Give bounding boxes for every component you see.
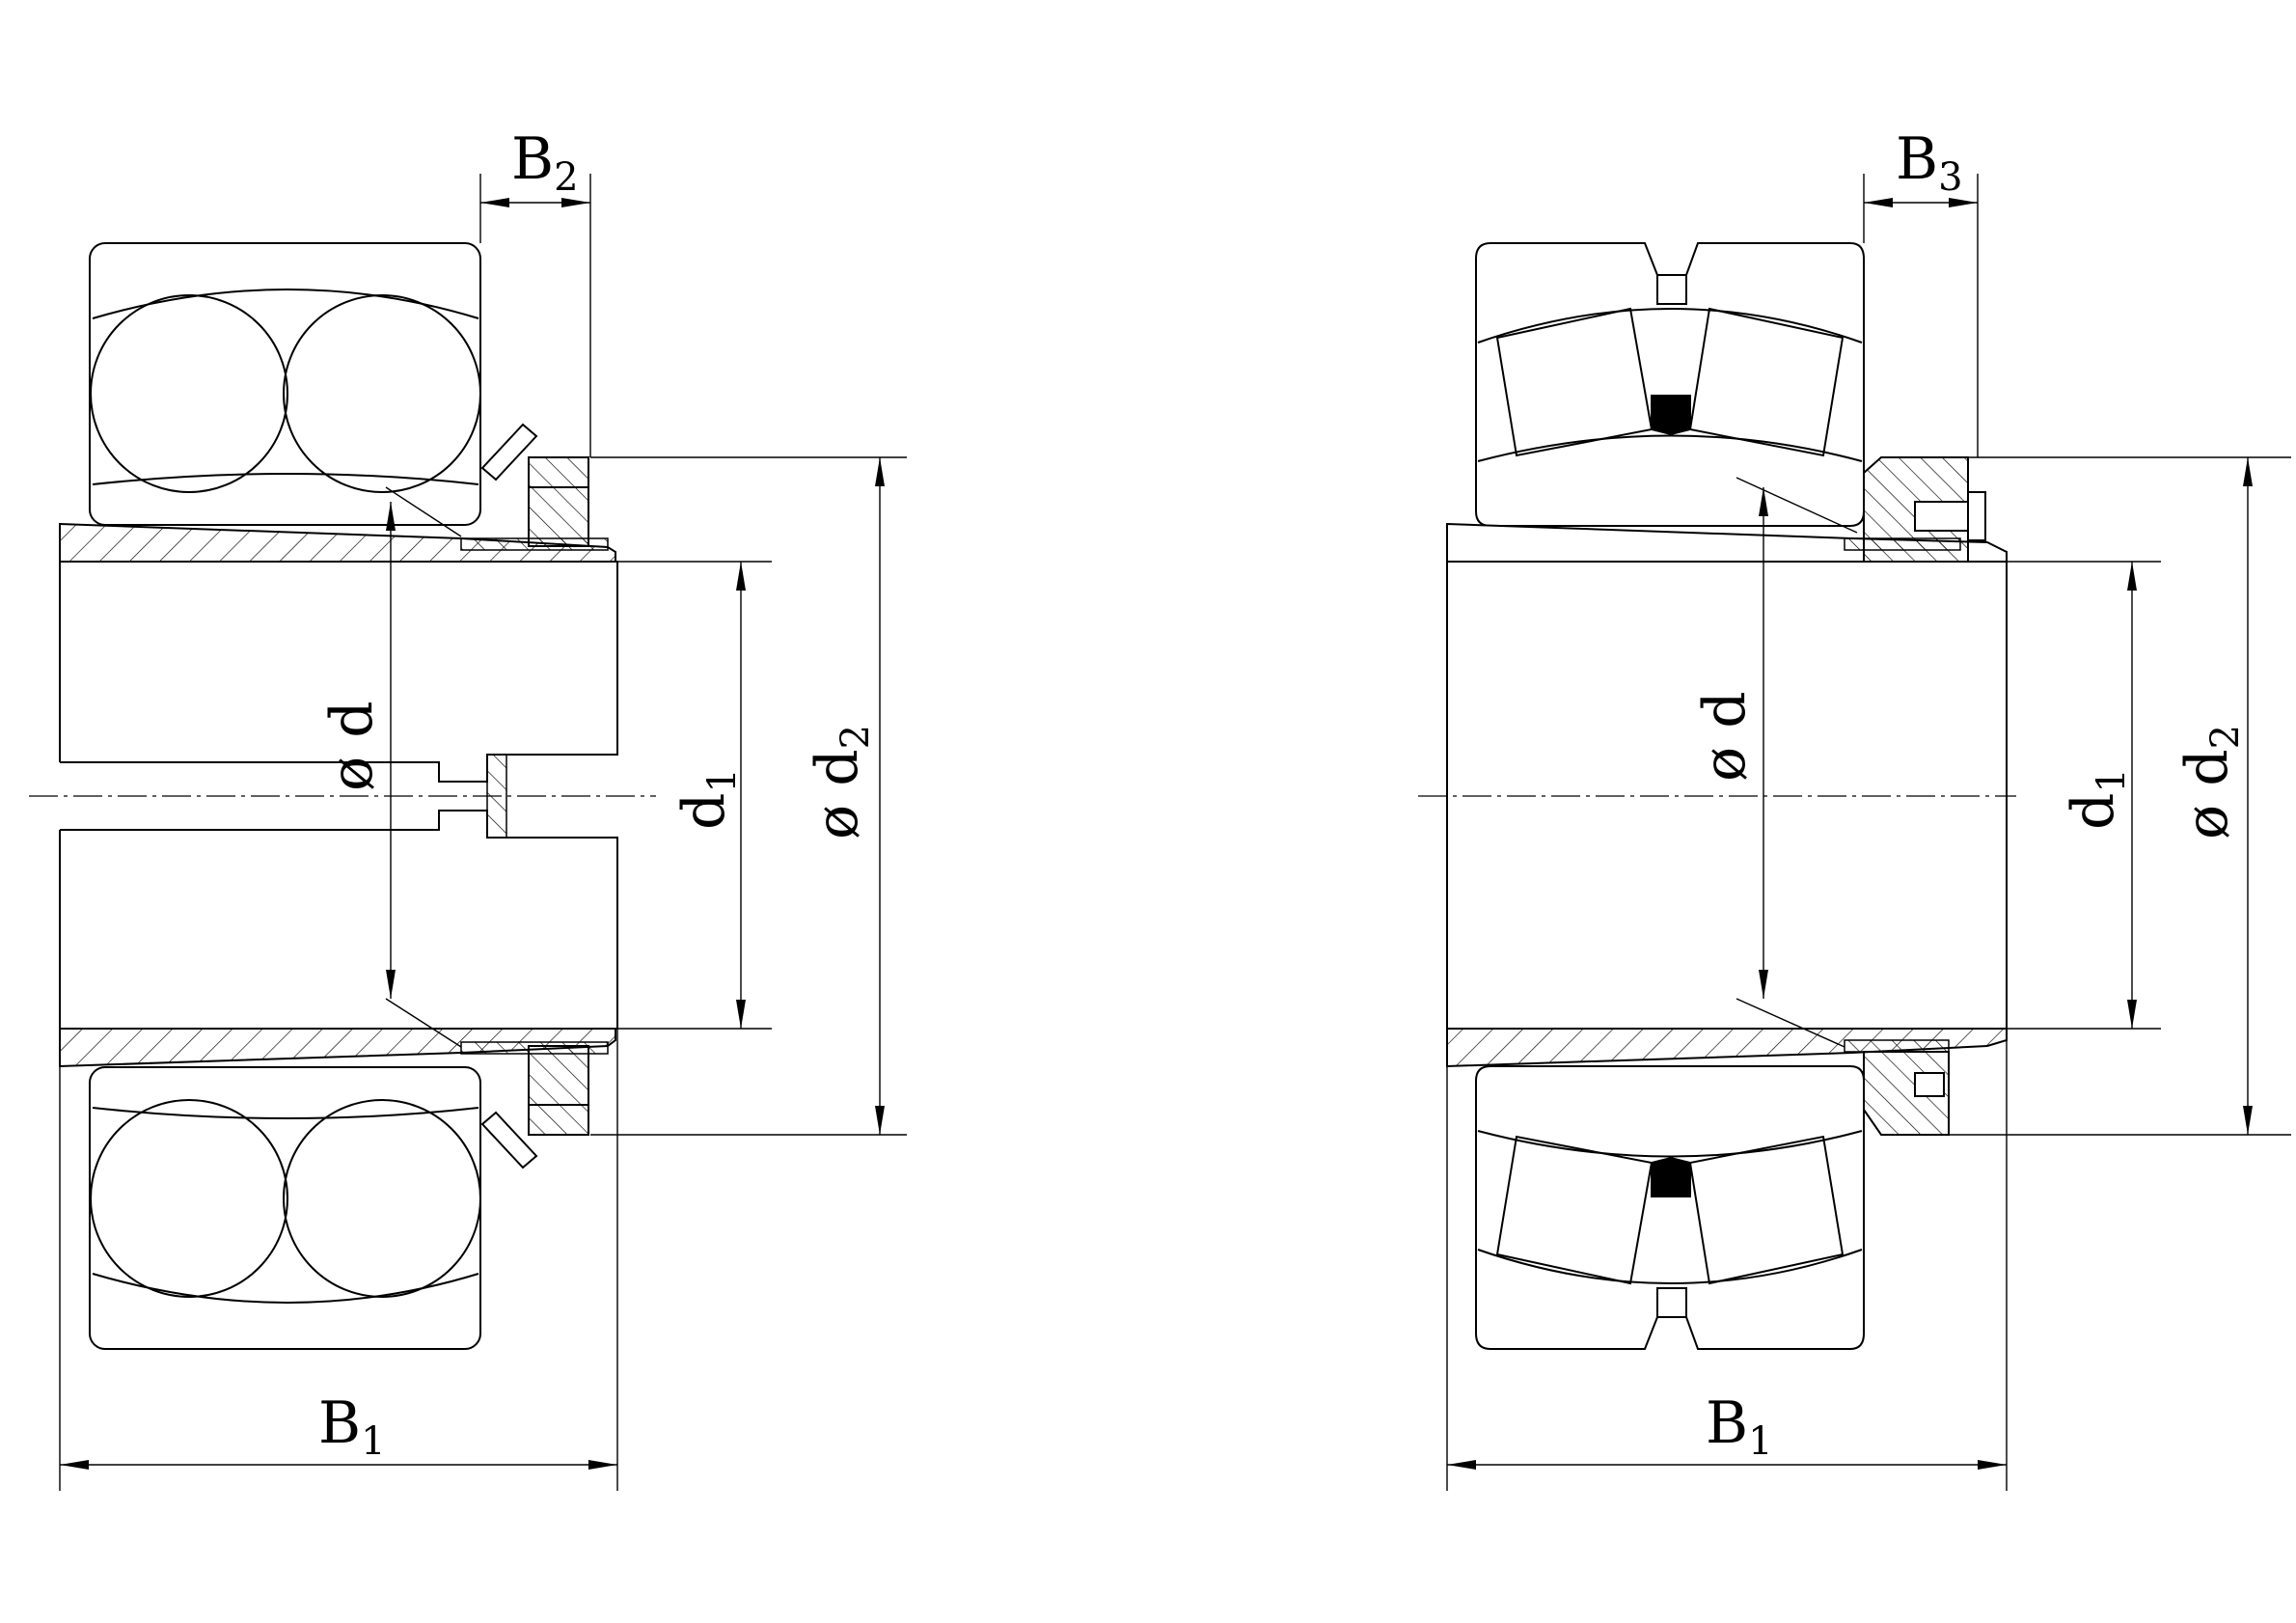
left-d1-label: d1 xyxy=(670,768,745,830)
left-washer-tab-lower xyxy=(480,1111,538,1169)
left-locknut-lower xyxy=(528,1045,589,1136)
left-d2-label: ø d2 xyxy=(804,725,878,839)
right-d1-label: d1 xyxy=(2060,768,2134,830)
right-lower-raceway xyxy=(1477,1249,1863,1284)
left-d1-arrow-2 xyxy=(736,1000,746,1029)
right-washer-lower xyxy=(1844,1039,1950,1053)
left-locknut-upper xyxy=(528,456,589,547)
left-upper-raceway-inner xyxy=(92,473,479,485)
right-upper-cage xyxy=(1651,395,1691,436)
right-upper-lube-hole xyxy=(1656,274,1687,305)
right-d2-arrow-2 xyxy=(2243,1106,2253,1135)
right-lower-outer-ring xyxy=(1475,1065,1865,1350)
right-washer-upper xyxy=(1844,537,1961,551)
left-lower-ball-1 xyxy=(90,1099,288,1298)
right-b1-arrow-2 xyxy=(1978,1460,2007,1470)
right-d1-arrow-1 xyxy=(2127,562,2137,591)
left-b2-arrow-1 xyxy=(480,198,509,207)
right-upper-roller-1 xyxy=(1495,307,1654,457)
right-d-label: ø d xyxy=(1691,691,1759,782)
right-bore-outline xyxy=(1446,561,2008,1030)
right-d2-label: ø d2 xyxy=(2173,725,2248,839)
right-b1-arrow-1 xyxy=(1447,1460,1476,1470)
right-upper-leader xyxy=(1736,477,1858,534)
left-b2-label: B2 xyxy=(511,125,579,200)
right-lower-roller-2 xyxy=(1688,1135,1845,1285)
left-d-label: ø d xyxy=(318,701,386,791)
left-d2-arrow-2 xyxy=(875,1106,885,1135)
right-b1-label: B1 xyxy=(1706,1389,1773,1464)
left-b1-arrow-1 xyxy=(60,1460,89,1470)
left-lower-ball-2 xyxy=(283,1099,481,1298)
left-bore-outline xyxy=(60,561,618,1030)
left-b1-arrow-2 xyxy=(588,1460,617,1470)
right-upper-inner-ring-line xyxy=(1477,434,1863,462)
right-lock-screw-upper xyxy=(1914,501,1969,532)
left-d-arrow-2 xyxy=(386,970,396,999)
right-lower-inner-ring-line xyxy=(1477,1130,1863,1158)
left-slot-hatch xyxy=(486,754,507,839)
left-b1-label: B1 xyxy=(318,1389,386,1464)
left-d1-arrow-1 xyxy=(736,562,746,591)
right-lower-cage xyxy=(1651,1156,1691,1197)
right-lower-roller-1 xyxy=(1495,1135,1654,1285)
right-lower-leader xyxy=(1736,998,1845,1048)
right-d2-arrow-1 xyxy=(2243,457,2253,486)
right-upper-raceway xyxy=(1477,308,1863,344)
right-assembly-view: B3 B1 ø d d1 ø d2 xyxy=(1418,125,2291,1491)
left-washer-upper xyxy=(460,537,609,551)
right-d1-arrow-2 xyxy=(2127,1000,2137,1029)
left-lower-raceway-inner xyxy=(92,1107,479,1119)
left-upper-ball-2 xyxy=(283,294,481,493)
right-b3-arrow-1 xyxy=(1864,198,1893,207)
right-lock-screw-lower xyxy=(1914,1072,1945,1097)
left-upper-ball-1 xyxy=(90,294,288,493)
right-b3-arrow-2 xyxy=(1949,198,1978,207)
right-d-arrow-1 xyxy=(1759,487,1768,516)
right-d-arrow-2 xyxy=(1759,970,1768,999)
left-upper-leader xyxy=(385,486,462,537)
left-lower-leader xyxy=(385,998,462,1048)
left-assembly-view: B2 B1 ø d d1 ø d2 xyxy=(29,125,907,1491)
right-lock-screw-head-upper xyxy=(1967,491,1986,541)
left-b2-arrow-2 xyxy=(561,198,590,207)
left-washer-lower xyxy=(460,1041,609,1055)
left-d-arrow-1 xyxy=(386,502,396,531)
left-washer-tab-upper xyxy=(480,423,538,481)
right-upper-outer-ring xyxy=(1475,242,1865,527)
left-d2-arrow-1 xyxy=(875,457,885,486)
right-b3-label: B3 xyxy=(1896,125,1963,200)
right-lower-lube-hole xyxy=(1656,1287,1687,1318)
right-upper-roller-2 xyxy=(1688,307,1845,457)
